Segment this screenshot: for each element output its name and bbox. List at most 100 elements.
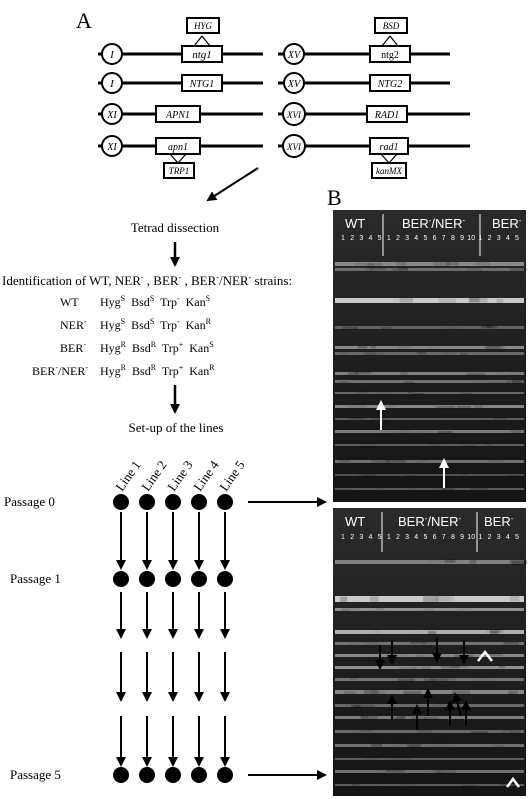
- gel-band-shade: [404, 380, 414, 384]
- lane-number: 8: [451, 235, 455, 242]
- lane-number: 8: [451, 534, 455, 541]
- passage-dot: [139, 767, 155, 783]
- marker-box: [163, 162, 195, 179]
- gel-band-shade: [423, 654, 439, 658]
- gel-band-shade: [378, 487, 385, 490]
- chromosome-numeral: XI: [106, 142, 117, 153]
- gel-band-shade: [442, 351, 457, 355]
- gel-band-shade: [474, 405, 484, 409]
- lane-number: 5: [378, 534, 382, 541]
- gel-band-shade: [490, 630, 498, 635]
- gel-band-shade: [452, 690, 471, 695]
- lane-number: 3: [497, 534, 501, 541]
- gel-band-shade: [487, 459, 504, 463]
- gel-band: [335, 596, 524, 602]
- gel-band-shade: [384, 758, 390, 760]
- gel-band-shade: [424, 716, 439, 720]
- gel-band-shade: [374, 561, 391, 565]
- gel-band-shade: [345, 418, 355, 420]
- centromere: [283, 72, 305, 94]
- gel-band-shade: [468, 297, 480, 303]
- gene-box: [369, 74, 411, 92]
- gel-band-shade: [446, 677, 456, 681]
- gel-band-shade: [461, 473, 469, 476]
- flow-arrow: [206, 167, 259, 202]
- gel-band: [335, 744, 524, 747]
- gel-band-shade: [471, 380, 491, 384]
- gel-background: [333, 508, 526, 796]
- lane-number: 3: [405, 534, 409, 541]
- gel-band: [335, 444, 524, 446]
- passage-dot: [165, 494, 181, 510]
- lane-number: 6: [433, 534, 437, 541]
- gel-band-shade: [469, 559, 477, 564]
- lane-number: 4: [369, 235, 373, 242]
- lane-number: 5: [378, 235, 382, 242]
- passage-dot: [191, 571, 207, 587]
- centromere: [101, 72, 123, 94]
- lane-number: 2: [350, 534, 354, 541]
- gel-band-shade: [415, 431, 429, 434]
- gel-band-shade: [339, 380, 349, 384]
- gel-band-shade: [391, 268, 408, 272]
- gel-band-shade: [510, 730, 521, 734]
- passage-dot: [139, 494, 155, 510]
- gel-band-shade: [490, 629, 501, 634]
- gel-band-shade: [369, 267, 386, 271]
- gel-band-shade: [471, 758, 489, 760]
- gel-band-shade: [471, 730, 489, 734]
- gel-band-shade: [348, 372, 359, 376]
- passage-grid: [113, 494, 233, 783]
- gel-band-shade: [377, 392, 395, 395]
- gel-band-shade: [361, 716, 378, 720]
- gene-label: rad1: [380, 142, 399, 153]
- lane-number: 7: [442, 235, 446, 242]
- gel-band-shade: [396, 715, 407, 719]
- gel-band-shade: [407, 391, 414, 394]
- gel-band-shade: [399, 666, 417, 670]
- gel-band-shade: [461, 784, 477, 787]
- gel-band-shade: [347, 417, 367, 420]
- insertion-line: [381, 35, 391, 47]
- gel-band-shade: [416, 351, 427, 355]
- insertion-line: [388, 153, 398, 164]
- gel-band-shade: [466, 267, 482, 271]
- gel-band-shade: [496, 298, 504, 304]
- gel-band-shade: [397, 267, 409, 271]
- gel-band-shade: [348, 405, 366, 409]
- lane-number: 4: [506, 534, 510, 541]
- gel-band-shade: [409, 744, 420, 748]
- gel-band-shade: [349, 677, 358, 681]
- gel-band-shade: [369, 345, 377, 349]
- lane-number: 1: [478, 235, 482, 242]
- line-label: Line 4: [190, 457, 222, 494]
- gel-band-shade: [354, 371, 372, 375]
- genotype-row: NER- HygS BsdS Trp- KanR: [60, 313, 212, 332]
- gel-band-shade: [367, 262, 383, 267]
- gel-band-shade: [507, 380, 525, 384]
- gel-band: [335, 716, 524, 719]
- gel-band-shade: [446, 326, 461, 330]
- gel-band-shade: [399, 297, 414, 303]
- lane-number: 1: [387, 235, 391, 242]
- gel-band-shade: [425, 769, 438, 772]
- centromere: [101, 135, 123, 157]
- passage-label: Passage 5: [10, 767, 61, 782]
- gel-band: [335, 474, 524, 476]
- gel-band-shade: [364, 758, 379, 761]
- lane-number: 3: [405, 235, 409, 242]
- insertion-line: [193, 35, 203, 47]
- gel-band-shade: [397, 678, 415, 682]
- gel-band-shade: [458, 607, 472, 611]
- gel-band-shade: [364, 690, 379, 695]
- tetrad-dissection-text: Tetrad dissection: [131, 220, 220, 235]
- lane-number: 5: [423, 235, 427, 242]
- gel-band-shade: [437, 430, 453, 434]
- lane-number: 2: [350, 235, 354, 242]
- chromosome-numeral: I: [109, 49, 115, 61]
- gel-band-shade: [425, 731, 434, 734]
- lane-number: 2: [488, 235, 492, 242]
- centromere: [101, 43, 123, 65]
